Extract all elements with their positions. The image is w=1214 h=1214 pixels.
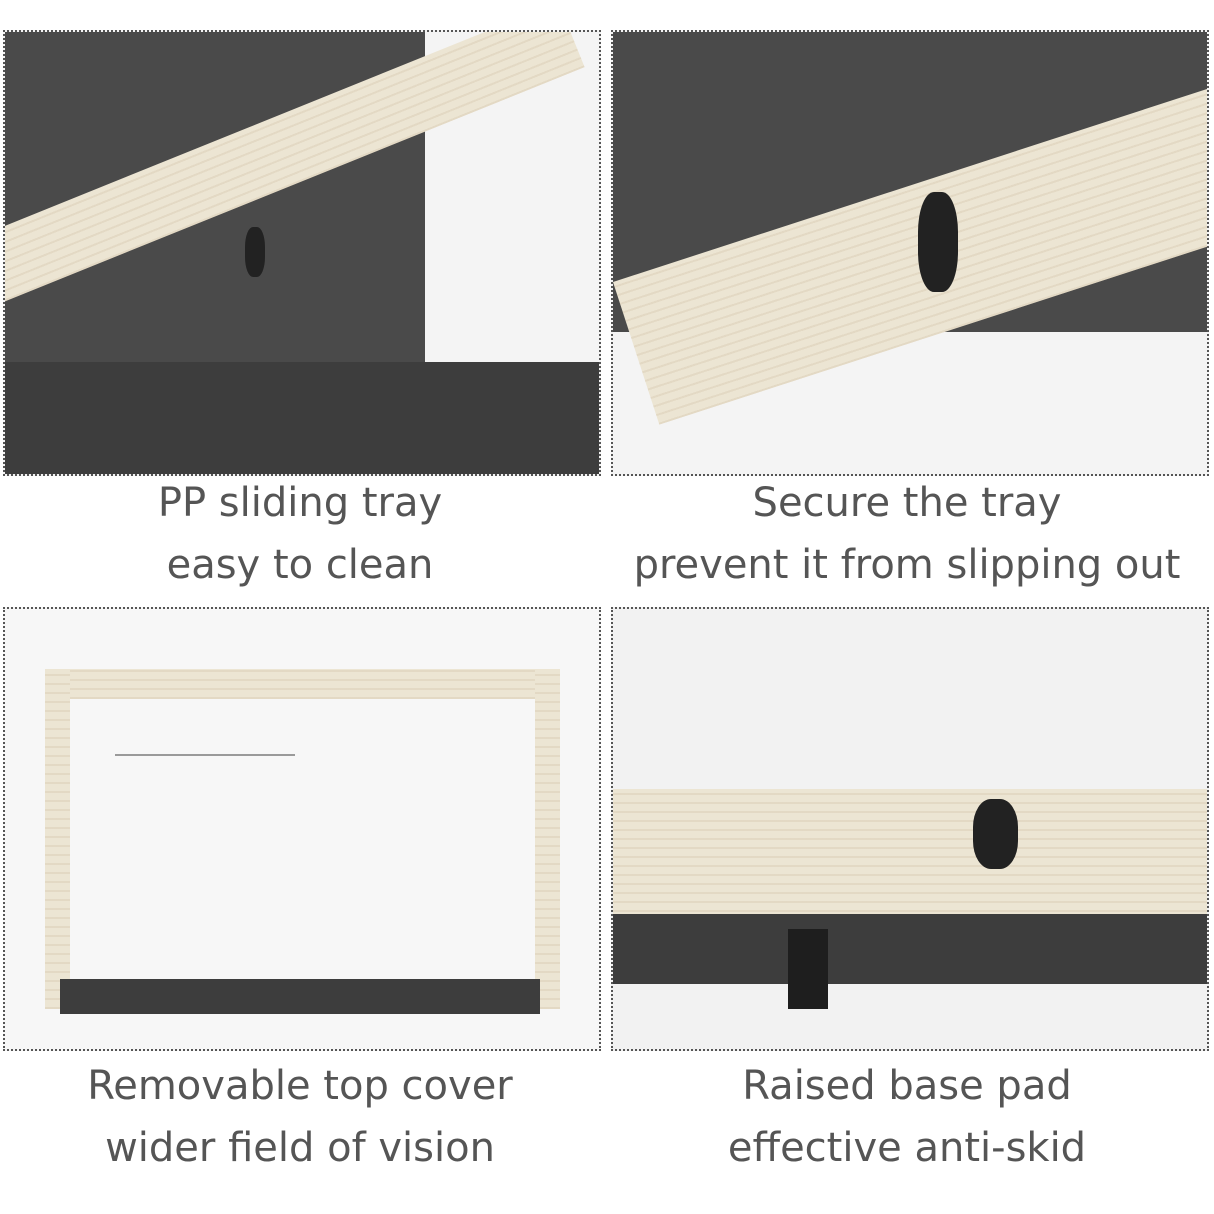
crate-right-post bbox=[535, 669, 560, 1009]
tray bbox=[5, 362, 599, 474]
caption-top-cover: Removable top cover wider field of visio… bbox=[87, 1063, 513, 1171]
caption-secure-tray: Secure the tray prevent it from slipping… bbox=[633, 480, 1181, 588]
crate-top bbox=[45, 669, 560, 699]
photo-sliding-tray bbox=[3, 30, 601, 476]
door-frame bbox=[115, 754, 295, 756]
caption-sliding-tray: PP sliding tray easy to clean bbox=[157, 480, 443, 588]
caption-base-pad: Raised base pad effective anti-skid bbox=[727, 1063, 1087, 1171]
photo-base-pad bbox=[611, 607, 1209, 1051]
bone-clip-icon bbox=[245, 227, 265, 277]
photo-secure-tray bbox=[611, 30, 1209, 476]
photo-top-cover bbox=[3, 607, 601, 1051]
paw-clip-icon bbox=[973, 799, 1018, 869]
bone-clip-icon bbox=[918, 192, 958, 292]
crate-left-post bbox=[45, 669, 70, 1009]
base-pad bbox=[613, 914, 1207, 984]
tray bbox=[60, 979, 540, 1014]
raised-foot bbox=[788, 929, 828, 1009]
